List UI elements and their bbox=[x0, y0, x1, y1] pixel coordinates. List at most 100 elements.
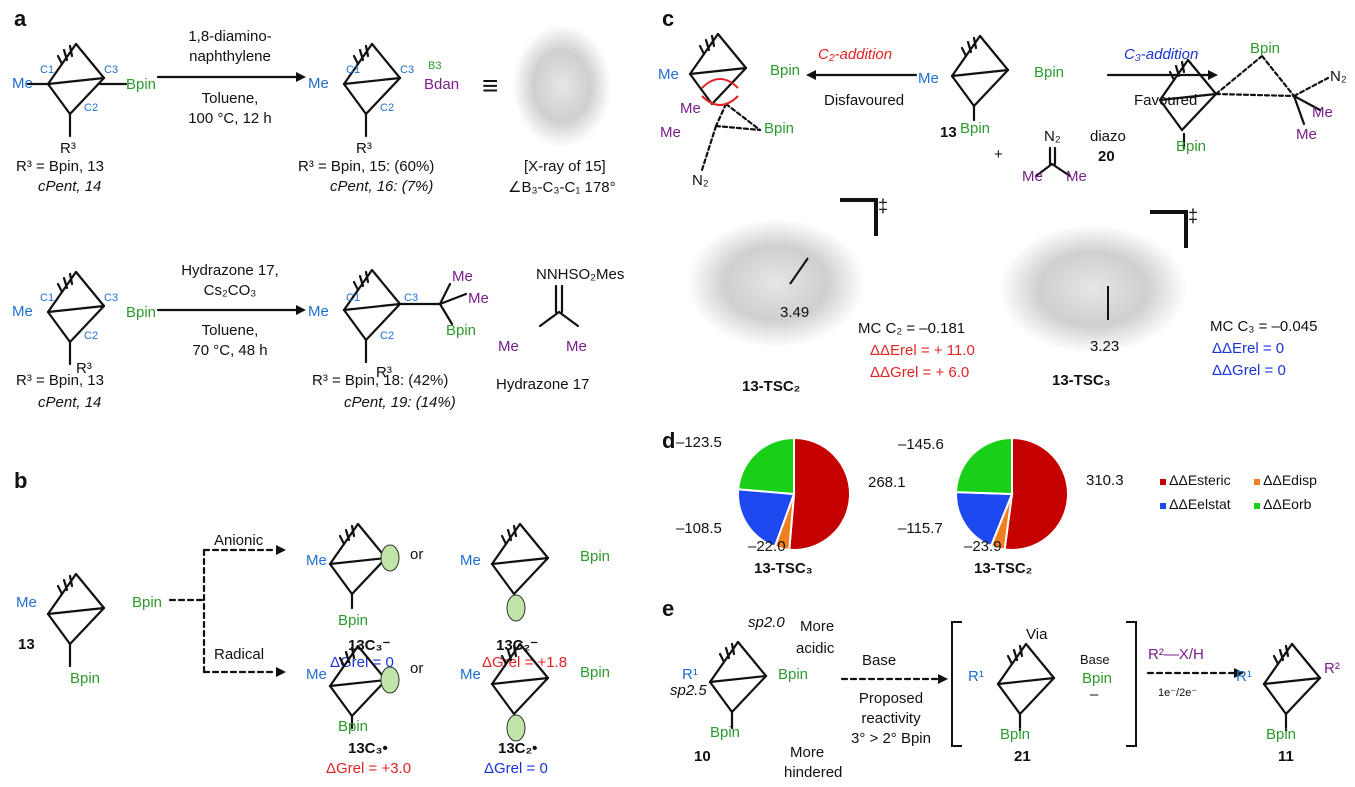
e-prop2: reactivity bbox=[861, 710, 921, 727]
r2-arrow bbox=[156, 305, 306, 315]
pie-chart-ts-c3 bbox=[737, 436, 851, 551]
b-s4-dg: ΔGrel = 0 bbox=[484, 760, 548, 777]
b-radical: Radical bbox=[214, 646, 265, 663]
b-s1-dg: ΔGrel = 0 bbox=[330, 654, 394, 671]
e-21-r1: R¹ bbox=[968, 668, 984, 685]
legend-orb: ΔΔEorb bbox=[1254, 496, 1311, 512]
atom-r3: R³ bbox=[60, 140, 76, 157]
sm-13b-structure bbox=[46, 270, 106, 366]
e-10-bpin2: Bpin bbox=[710, 724, 741, 741]
xray-caption-1: [X-ray of 15] bbox=[524, 158, 606, 175]
product-18-structure bbox=[342, 268, 468, 364]
c-13-structure bbox=[950, 34, 1010, 122]
e-r2-reagent: R²—X/H bbox=[1148, 646, 1204, 663]
ts-c3-mc: MC C₃ = –0.045 bbox=[1210, 318, 1318, 335]
r2-c3: C3 bbox=[104, 292, 119, 304]
c-right-arrow bbox=[1106, 70, 1218, 80]
b-s2-label: 13C₂⁻ bbox=[496, 637, 539, 654]
b-bpin2: Bpin bbox=[70, 670, 101, 687]
hydrazone-structure bbox=[538, 284, 580, 328]
pie1-disp-label: –22.0 bbox=[748, 538, 786, 555]
ts-c3-dist-line bbox=[1107, 286, 1109, 320]
r2-r3: R³ bbox=[76, 360, 92, 377]
c-diazo-me2: Me bbox=[1066, 168, 1087, 185]
e-11-number: 11 bbox=[1278, 748, 1294, 765]
p15-c3: C3 bbox=[400, 64, 415, 76]
e-brackets bbox=[951, 621, 1137, 747]
b-s2-bpin: Bpin bbox=[580, 548, 611, 565]
ts-c2-dist: 3.49 bbox=[780, 304, 810, 321]
xray-caption-2: ∠B₃-C₃-C₁ 178° bbox=[508, 179, 616, 196]
atom-c2: C2 bbox=[84, 102, 99, 114]
e-sp20: sp2.0 bbox=[748, 614, 785, 631]
c-c2-me-diazo2: Me bbox=[660, 124, 681, 141]
ts-c3-3d-render bbox=[998, 224, 1188, 354]
panel-label-e: e bbox=[662, 596, 675, 621]
r1-reagent-line2: naphthylene bbox=[189, 48, 271, 65]
c-13-me: Me bbox=[918, 70, 939, 87]
r1-p-line1: R³ = Bpin, 15: (60%) bbox=[298, 158, 435, 175]
e-21-structure bbox=[996, 642, 1056, 732]
pie2-orb-label: –145.6 bbox=[898, 436, 944, 453]
r2-c2: C2 bbox=[84, 330, 99, 342]
e-arrow1 bbox=[840, 674, 948, 684]
e-hind2: hindered bbox=[784, 764, 843, 781]
hydrazone-label: Hydrazone 17 bbox=[496, 376, 590, 393]
legend-steric-text: ΔΔEsteric bbox=[1169, 472, 1231, 488]
e-11-r1: R¹ bbox=[1236, 668, 1252, 685]
atom-c1: C1 bbox=[40, 64, 55, 76]
ts-c3-de: ΔΔErel = 0 bbox=[1212, 340, 1285, 357]
b-compound-13: 13 bbox=[18, 636, 35, 653]
c-13-number: 13 bbox=[940, 124, 957, 141]
legend-disp: ΔΔEdisp bbox=[1254, 472, 1317, 488]
b-s1-structure bbox=[328, 522, 400, 610]
c-plus: + bbox=[994, 146, 1003, 163]
c-13-bpin1: Bpin bbox=[1034, 64, 1065, 81]
c-diazo-me1: Me bbox=[1022, 168, 1043, 185]
e-21-bpin1: Bpin bbox=[1082, 670, 1113, 687]
pie-slice-orb bbox=[737, 436, 795, 496]
atom-c3: C3 bbox=[104, 64, 119, 76]
e-arrow2 bbox=[1146, 668, 1244, 678]
b-s1-bpin: Bpin bbox=[338, 612, 369, 629]
e-sp25: sp2.5 bbox=[670, 682, 707, 699]
b-s3-dg: ΔGrel = +3.0 bbox=[326, 760, 412, 777]
pie2-label: 13-TSC₂ bbox=[974, 560, 1033, 577]
e-acidic2: acidic bbox=[796, 640, 835, 657]
legend-disp-text: ΔΔEdisp bbox=[1263, 472, 1317, 488]
r2-me: Me bbox=[12, 303, 33, 320]
ts-c2-dist-line bbox=[789, 257, 809, 285]
pie1-elstat-label: –108.5 bbox=[676, 520, 722, 537]
legend-orb-text: ΔΔEorb bbox=[1263, 496, 1312, 512]
pie-chart-ts-c2 bbox=[954, 436, 1069, 551]
b-s1-me: Me bbox=[306, 552, 327, 569]
r2-p-line2: cPent, 19: (14%) bbox=[344, 394, 456, 411]
e-acidic1: More bbox=[800, 618, 835, 635]
b-s3-me: Me bbox=[306, 666, 327, 683]
r2-cond-line1: Toluene, bbox=[201, 322, 259, 339]
legend-elstat: ΔΔEelstat bbox=[1160, 496, 1231, 512]
b-s3-structure bbox=[328, 644, 400, 730]
ts-c3-bracket bbox=[1150, 210, 1188, 248]
e-11-r2: R² bbox=[1324, 660, 1340, 677]
p15-me: Me bbox=[308, 75, 329, 92]
p15-c1: C1 bbox=[346, 64, 361, 76]
p15-b3: B3 bbox=[428, 60, 442, 72]
b-s2-me: Me bbox=[460, 552, 481, 569]
pie1-orb-label: –123.5 bbox=[676, 434, 722, 451]
r2-reagent-line2: Cs₂CO₃ bbox=[203, 282, 257, 299]
legend-steric: ΔΔEsteric bbox=[1160, 472, 1231, 488]
panel-label-b: b bbox=[14, 468, 28, 493]
c-c2-me: Me bbox=[658, 66, 679, 83]
ts-c3-dist: 3.23 bbox=[1090, 338, 1120, 355]
b-s3-bpin: Bpin bbox=[338, 718, 369, 735]
c-c3-bpin2: Bpin bbox=[1176, 138, 1207, 155]
r1-sm-line1: R³ = Bpin, 13 bbox=[16, 158, 104, 175]
hydrazone-nnh: NNHSO₂Mes bbox=[536, 266, 625, 283]
b-s4-me: Me bbox=[460, 666, 481, 683]
b-branch-arrows bbox=[168, 545, 286, 677]
e-10-bpin1: Bpin bbox=[778, 666, 809, 683]
c-c3-ts-structure bbox=[1158, 54, 1330, 150]
b-anionic: Anionic bbox=[214, 532, 264, 549]
r1-arrow bbox=[156, 72, 306, 82]
